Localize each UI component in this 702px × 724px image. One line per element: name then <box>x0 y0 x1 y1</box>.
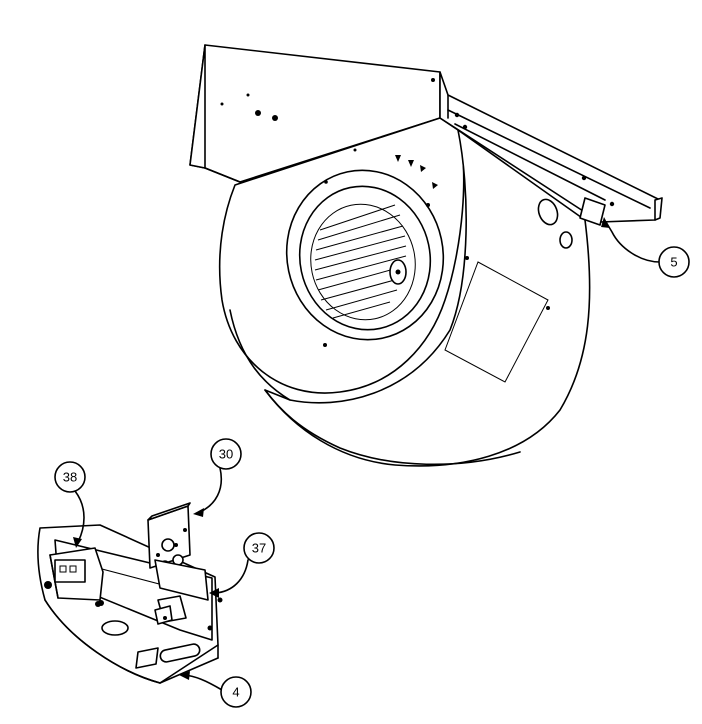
blower-wheel <box>285 148 445 341</box>
callout-4: 4 <box>179 671 252 708</box>
top-mounting-plate <box>189 44 441 183</box>
slot-cutout <box>159 643 201 663</box>
knockout-hole <box>101 620 129 636</box>
blower-assembly <box>189 44 663 467</box>
callout-30: 30 <box>193 438 242 517</box>
control-component <box>154 595 187 625</box>
callout-4-label: 4 <box>232 685 239 700</box>
square-cutout <box>135 647 159 669</box>
callout-5-label: 5 <box>670 255 677 270</box>
transformer <box>49 547 104 606</box>
blower-mounting-bracket <box>439 71 663 249</box>
callout-30-label: 30 <box>219 447 233 462</box>
callout-37: 37 <box>209 532 275 598</box>
relay <box>147 502 209 601</box>
callout-38-label: 38 <box>63 470 77 485</box>
control-box-assembly <box>37 502 223 684</box>
callout-38: 38 <box>54 461 86 548</box>
callout-37-label: 37 <box>252 541 266 556</box>
callout-5: 5 <box>601 217 690 278</box>
wheel-blades <box>314 204 407 319</box>
